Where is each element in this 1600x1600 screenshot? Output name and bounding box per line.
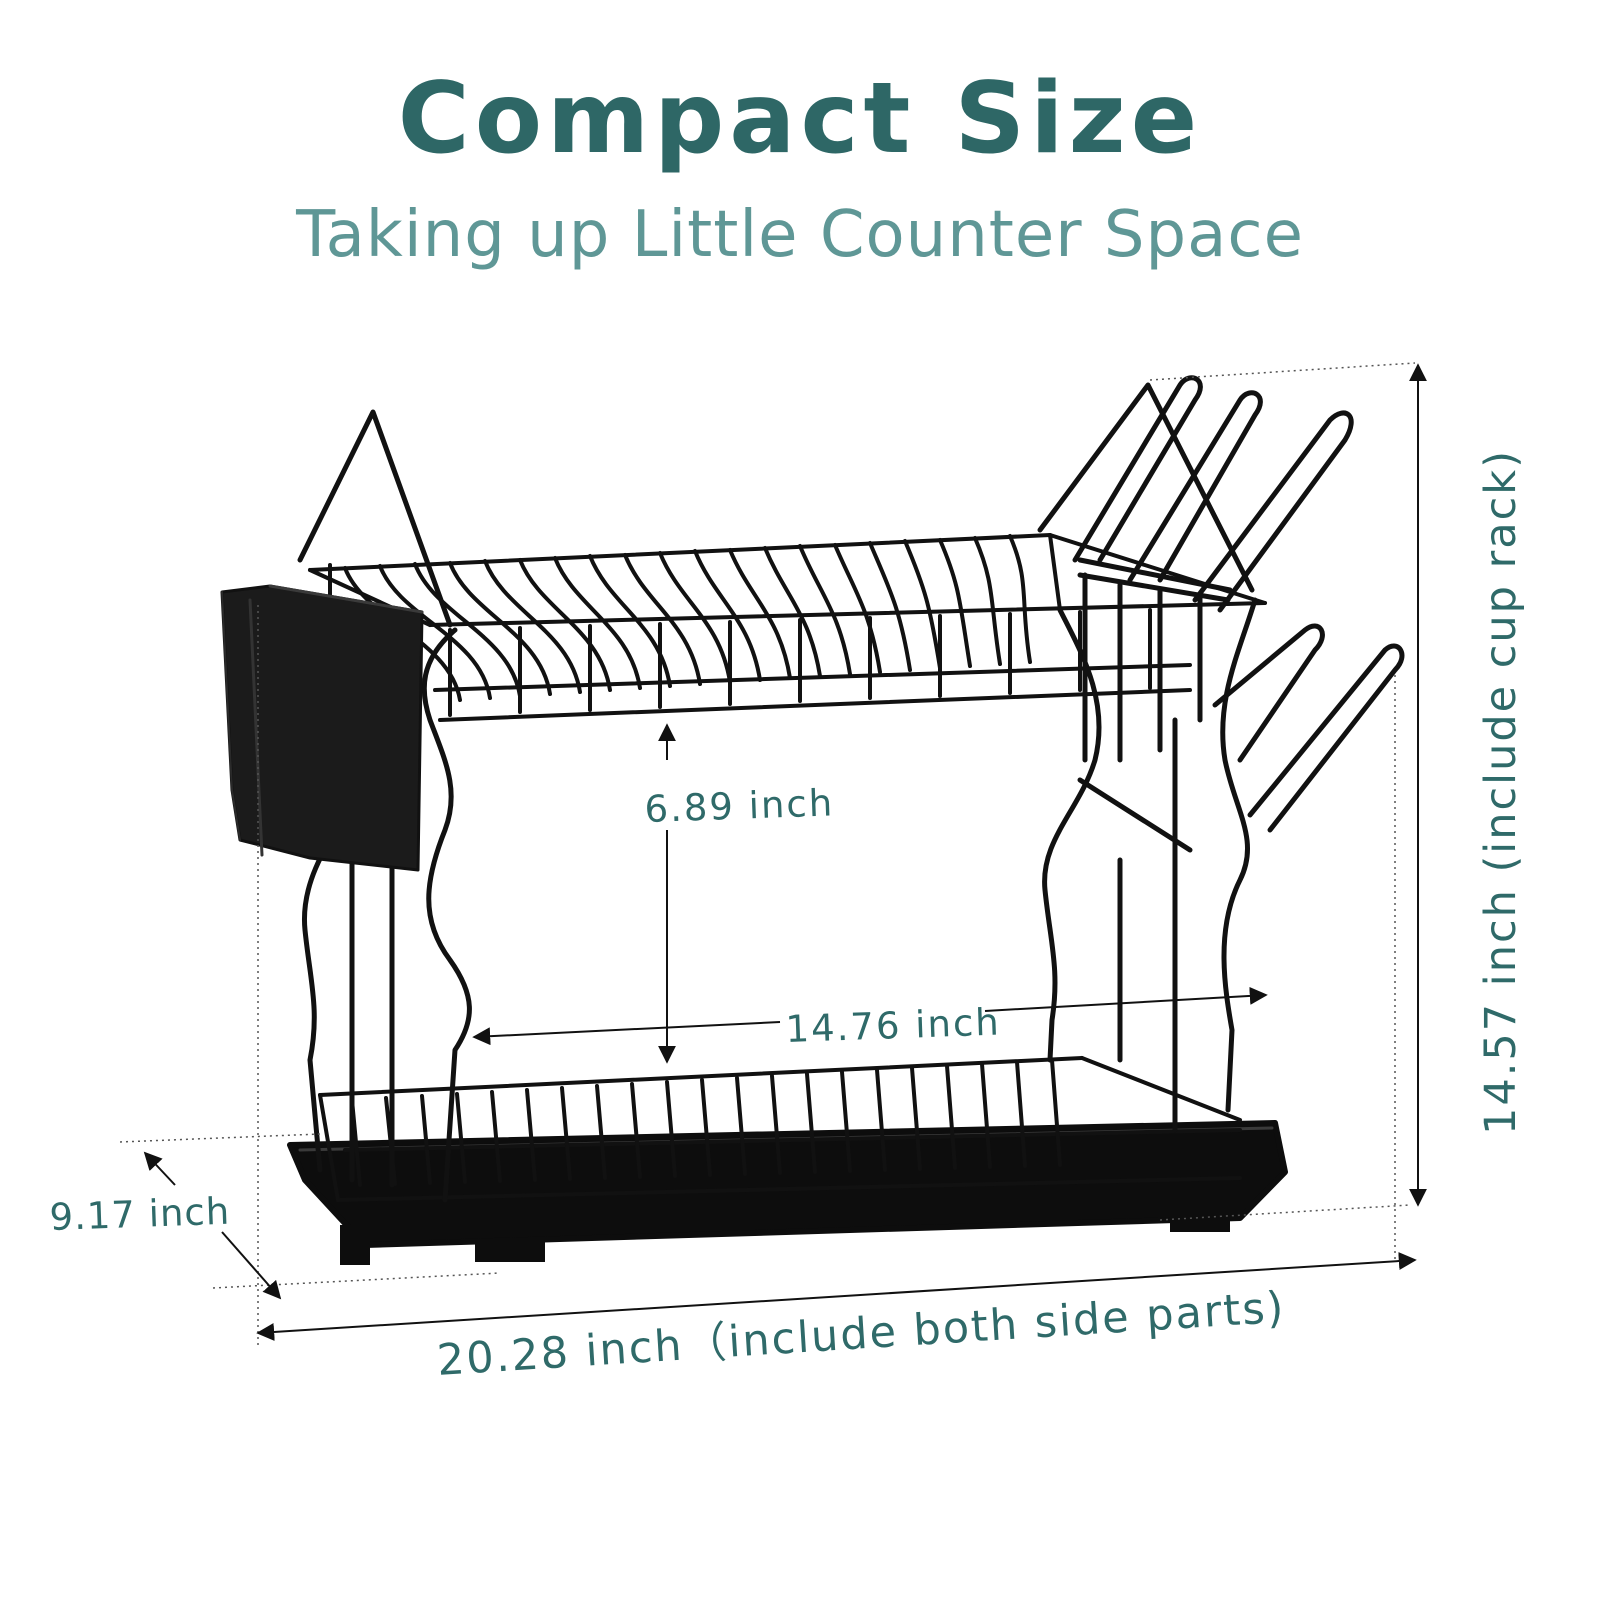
right-frame-cup-rack xyxy=(1037,375,1405,1133)
page-subtitle: Taking up Little Counter Space xyxy=(296,198,1304,272)
extension-lines xyxy=(119,362,1416,1345)
bottom-basket xyxy=(318,1056,1242,1202)
utensil-holder xyxy=(220,584,424,872)
inner-width-label: 14.76 inch xyxy=(785,1001,1002,1051)
inner-width-arrow-right xyxy=(984,986,1268,1012)
dimension-guides xyxy=(119,362,1427,1345)
page-title: Compact Size xyxy=(397,62,1203,176)
depth-label: 9.17 inch xyxy=(49,1190,231,1239)
drip-tray xyxy=(287,1120,1288,1265)
height-label: 14.57 inch (include cup rack) xyxy=(1476,449,1526,1135)
total-width-arrow xyxy=(256,1252,1417,1341)
inner-width-arrow-left xyxy=(472,1021,781,1046)
tier-gap-label: 6.89 inch xyxy=(644,781,835,831)
total-width-label: 20.28 inch（include both side parts) xyxy=(436,1283,1287,1386)
dish-rack-illustration xyxy=(220,375,1405,1265)
depth-arrow-upper xyxy=(143,1151,176,1186)
depth-arrow-lower xyxy=(221,1231,282,1300)
